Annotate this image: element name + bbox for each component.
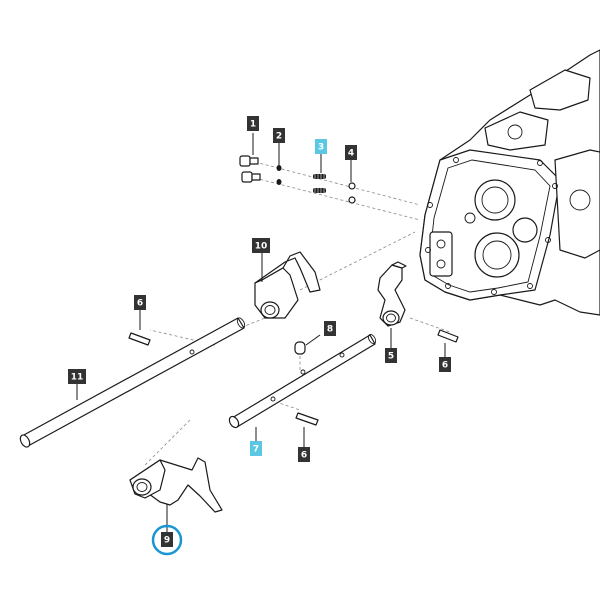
- spring-part-3[interactable]: [313, 174, 326, 193]
- callout-label-7: 7: [253, 445, 259, 455]
- callout-6-lower[interactable]: 6: [298, 447, 310, 462]
- callout-1[interactable]: 1: [247, 116, 259, 131]
- ball-part-4[interactable]: [348, 182, 356, 204]
- callout-6-upper-left[interactable]: 6: [134, 295, 146, 310]
- callout-11[interactable]: 11: [68, 369, 86, 384]
- callout-3[interactable]: 3: [315, 139, 327, 154]
- callout-9[interactable]: 9: [151, 524, 183, 556]
- callout-10[interactable]: 10: [252, 238, 270, 253]
- callout-5[interactable]: 5: [385, 348, 397, 363]
- callout-label-8: 8: [327, 325, 333, 335]
- callout-label-6c: 6: [301, 451, 307, 461]
- callout-label-2: 2: [276, 132, 282, 142]
- callout-4[interactable]: 4: [345, 145, 357, 160]
- shift-rail-part-7[interactable]: [227, 333, 377, 429]
- callout-label-6a: 6: [137, 299, 143, 309]
- callout-6-right[interactable]: 6: [439, 357, 451, 372]
- washer-part-2[interactable]: [276, 165, 282, 185]
- callout-label-9: 9: [164, 536, 170, 546]
- selector-lever-part-5[interactable]: [377, 261, 407, 327]
- transmission-housing: [419, 49, 600, 316]
- shift-rail-part-11[interactable]: [18, 317, 246, 449]
- callout-label-11: 11: [71, 373, 84, 383]
- shift-fork-part-9[interactable]: [129, 457, 223, 513]
- callout-label-3: 3: [318, 143, 324, 153]
- callout-label-4: 4: [348, 149, 354, 159]
- bolt-part-1[interactable]: [239, 155, 261, 183]
- callout-label-6b: 6: [442, 361, 448, 371]
- pin-part-6-lower[interactable]: [295, 412, 319, 426]
- shift-fork-part-10[interactable]: [254, 251, 321, 319]
- callout-7[interactable]: 7: [250, 441, 262, 456]
- callout-label-5: 5: [388, 352, 394, 362]
- pin-part-6-right[interactable]: [437, 329, 459, 343]
- assembly-guide-lines: [144, 161, 451, 466]
- callout-8[interactable]: 8: [324, 321, 336, 336]
- pin-part-6-upper-left[interactable]: [128, 332, 151, 346]
- selection-ring: [151, 524, 183, 556]
- plug-part-8[interactable]: [294, 341, 306, 355]
- callout-2[interactable]: 2: [273, 128, 285, 143]
- leader-lines: [76, 133, 446, 532]
- callout-label-10: 10: [255, 242, 268, 252]
- callout-label-1: 1: [250, 120, 256, 130]
